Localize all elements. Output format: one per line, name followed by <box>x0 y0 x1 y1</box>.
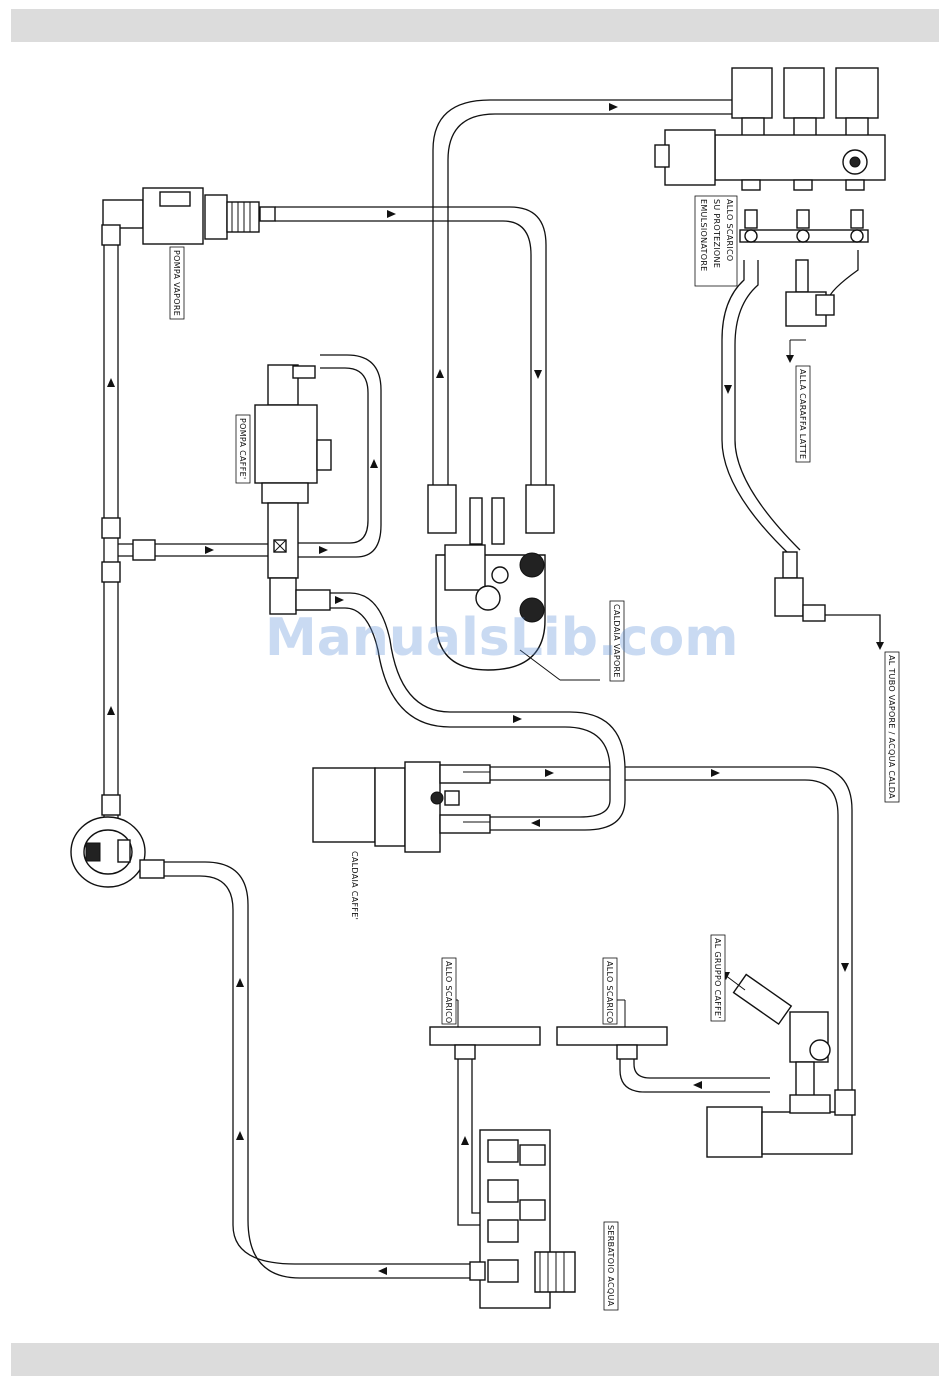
tube-emul-c <box>828 250 858 300</box>
label-caldaia-caffe: CALDAIA CAFFE' <box>350 851 359 920</box>
arrow-serb-up-1 <box>236 978 244 987</box>
arrow-to-valves <box>609 103 618 111</box>
arrow-serb-out <box>378 1267 387 1275</box>
svg-text:SU PROTEZIONE: SU PROTEZIONE <box>712 199 721 268</box>
svg-text:ALLO SCARICO: ALLO SCARICO <box>444 961 453 1023</box>
gruppo-caffe-component <box>707 975 855 1157</box>
arrow-pc-loop-up <box>370 459 378 468</box>
arrow-drain-left <box>461 1136 469 1145</box>
tube-drain-right-b <box>634 1058 770 1078</box>
arrow-cc-ret <box>531 819 540 827</box>
serbatoio-acqua-component <box>470 1130 575 1308</box>
label-pompa-vapore: POMPA VAPORE <box>170 247 184 319</box>
label-allo-scarico-right: ALLO SCARICO <box>603 958 617 1024</box>
arrow-emul-down <box>724 385 732 394</box>
arrow-drain-right <box>693 1081 702 1089</box>
label-serbatoio-acqua: SERBATOIO ACQUA <box>604 1222 618 1310</box>
flowmeter-component <box>71 817 164 887</box>
label-allo-scarico-protezione: ALLO SCARICO SU PROTEZIONE EMULSIONATORE <box>695 196 737 286</box>
svg-text:ALLO SCARICO: ALLO SCARICO <box>605 961 614 1023</box>
arrow-pv-out <box>387 210 396 218</box>
arrow-to-cv <box>534 370 542 379</box>
arrow-cc-out <box>545 769 554 777</box>
tube-serb-b <box>140 876 470 1264</box>
svg-text:POMPA VAPORE: POMPA VAPORE <box>172 250 181 316</box>
label-al-tubo-vapore: AL TUBO VAPORE / ACQUA CALDA <box>885 652 899 802</box>
svg-text:ALLO SCARICO: ALLO SCARICO <box>725 199 734 261</box>
arrow-cv-up <box>436 369 444 378</box>
valves-component <box>655 68 885 242</box>
label-al-gruppo-caffe: AL GRUPPO CAFFE' <box>711 935 725 1021</box>
tube-drain-right-a <box>620 1058 770 1092</box>
flow-arrows <box>107 103 849 1275</box>
tube-serb-a <box>140 862 470 1278</box>
arrow-left-1 <box>107 378 115 387</box>
label-alla-caraffa-latte: ALLA CARAFFA LATTE <box>796 366 810 462</box>
svg-text:POMPA CAFFE': POMPA CAFFE' <box>238 418 247 479</box>
svg-text:EMULSIONATORE: EMULSIONATORE <box>699 199 708 272</box>
arrow-to-cc <box>513 715 522 723</box>
label-pompa-caffe: POMPA CAFFE' <box>236 415 250 483</box>
svg-text:SERBATOIO ACQUA: SERBATOIO ACQUA <box>606 1225 615 1307</box>
arrow-serb-up-2 <box>236 1131 244 1140</box>
drain-shelves <box>430 1027 667 1059</box>
caldaia-caffe-component <box>313 762 490 852</box>
tubo-vapore-connector <box>775 552 825 621</box>
svg-text:AL TUBO VAPORE / ACQUA CALDA: AL TUBO VAPORE / ACQUA CALDA <box>887 655 896 799</box>
svg-text:ALLA CARAFFA LATTE: ALLA CARAFFA LATTE <box>798 369 807 459</box>
arrow-left-2 <box>107 706 115 715</box>
tube-emul-a <box>722 260 790 555</box>
pompa-vapore-component <box>102 188 275 245</box>
arrow-pc-out <box>335 596 344 604</box>
tee-fittings <box>102 518 155 815</box>
svg-text:CALDAIA CAFFE': CALDAIA CAFFE' <box>350 851 359 920</box>
emulsionatore-component <box>786 260 834 326</box>
arrow-pc-loop <box>319 546 328 554</box>
label-allo-scarico-left: ALLO SCARICO <box>442 958 456 1024</box>
watermark-text: ManualsLib.com <box>265 608 738 668</box>
svg-text:AL GRUPPO CAFFE': AL GRUPPO CAFFE' <box>713 938 722 1019</box>
arrow-to-pc <box>205 546 214 554</box>
arrow-to-gruppo <box>711 769 720 777</box>
tubes <box>104 100 880 1278</box>
arrow-gruppo-down <box>841 963 849 972</box>
pompa-caffe-component <box>255 365 331 614</box>
